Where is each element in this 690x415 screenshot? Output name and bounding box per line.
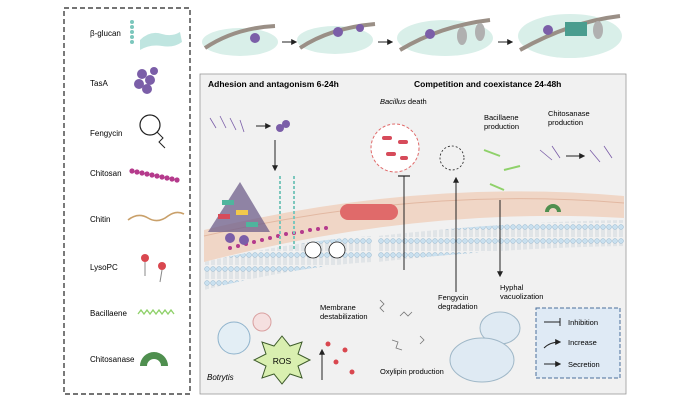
legend-label-tasa: TasA	[90, 79, 108, 88]
legend-label-chitosan: Chitosan	[90, 169, 122, 178]
timeline-stage-2	[297, 24, 375, 54]
vacuole-large	[450, 338, 514, 382]
legend-label-chitosanase: Chitosanase	[90, 355, 135, 364]
label-hyphal-line1: Hyphal	[500, 283, 524, 292]
timeline	[202, 14, 622, 58]
legend-label-chitin: Chitin	[90, 215, 110, 224]
label-bacillus-death: Bacillus death	[380, 97, 427, 106]
fengycin-on-membrane-1	[305, 242, 321, 258]
label-fengycin-line2: degradation	[438, 302, 478, 311]
bacillus-cell	[340, 204, 398, 220]
phase-adhesion-title: Adhesion and antagonism 6-24h	[208, 79, 339, 89]
timeline-stage-3	[397, 20, 493, 56]
key-secretion: Secretion	[568, 360, 600, 369]
label-bacillaene-line1: Bacillaene	[484, 113, 519, 122]
legend-label-lysopc: LysoPC	[90, 263, 118, 272]
label-hyphal-line2: vacuolization	[500, 292, 543, 301]
phase-competition-title: Competition and coexistance 24-48h	[414, 79, 561, 89]
label-chitosanase-line1: Chitosanase	[548, 109, 590, 118]
label-bacillaene-line2: production	[484, 122, 519, 131]
fengycin-on-membrane-2	[329, 242, 345, 258]
label-oxylipin: Oxylipin production	[380, 367, 444, 376]
label-botrytis: Botrytis	[207, 373, 234, 382]
label-membrane-line2: destabilization	[320, 312, 368, 321]
timeline-stage-4	[518, 14, 622, 58]
legend-label-bacillaene: Bacillaene	[90, 309, 127, 318]
key-inhibition: Inhibition	[568, 318, 598, 327]
legend-label-beta-glucan: β-glucan	[90, 29, 121, 38]
label-ros: ROS	[273, 356, 292, 366]
legend-label-fengycin: Fengycin	[90, 129, 122, 138]
bacillus-death-circle	[371, 124, 419, 172]
label-chitosanase-line2: production	[548, 118, 583, 127]
timeline-stage-1	[202, 26, 278, 56]
label-membrane-line1: Membrane	[320, 303, 356, 312]
legend-panel	[64, 8, 190, 394]
label-fengycin-line1: Fengycin	[438, 293, 468, 302]
key-increase: Increase	[568, 338, 597, 347]
